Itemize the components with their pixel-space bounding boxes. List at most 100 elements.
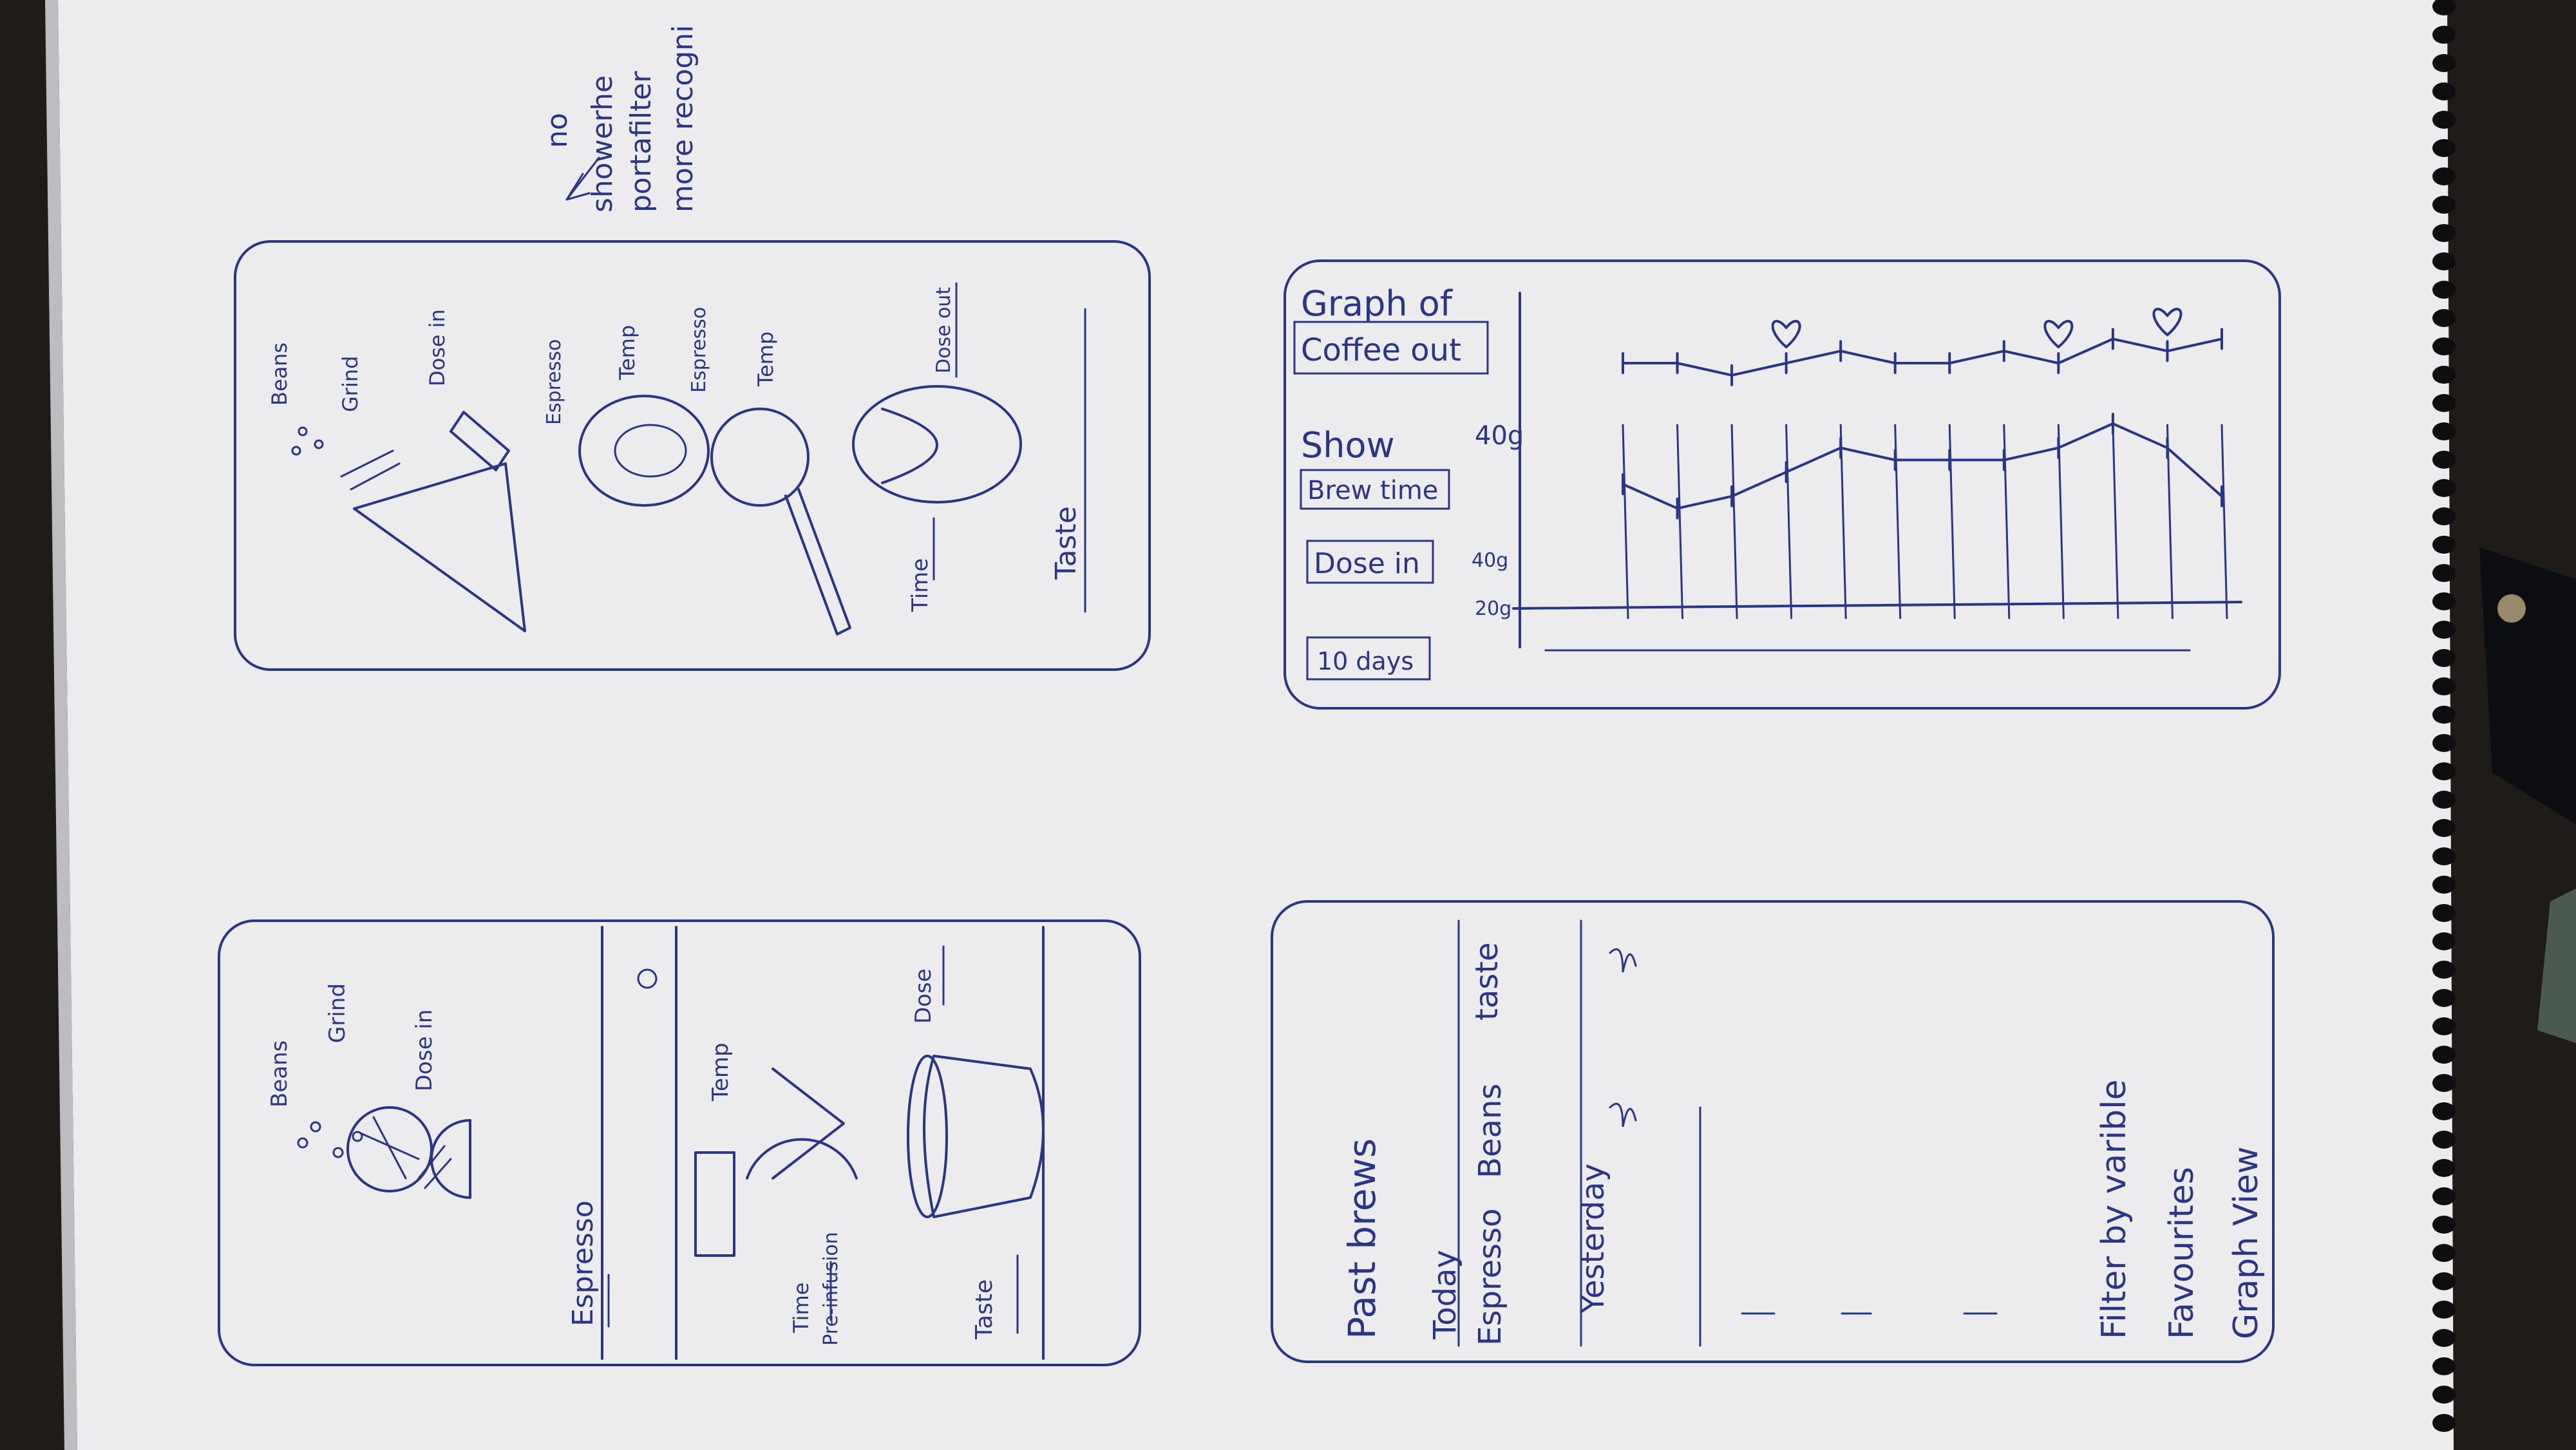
spiral-hole — [2432, 337, 2456, 355]
spiral-hole — [2432, 1244, 2456, 1262]
sketch-b-beans: Beans — [267, 343, 292, 406]
graph-view-link[interactable]: Graph View — [2227, 1147, 2266, 1339]
spiral-hole — [2432, 1159, 2456, 1177]
sketch-b-grind: Grind — [338, 356, 363, 412]
sketch-b-time: Time — [907, 558, 933, 612]
past-brews-col-taste: taste — [1469, 942, 1505, 1021]
spiral-hole — [2432, 1187, 2456, 1205]
note-line-2: portafilter — [625, 71, 658, 212]
portafilter-icon — [746, 1138, 858, 1180]
past-brews-today: Today — [1427, 1250, 1463, 1340]
spiral-hole — [2432, 54, 2456, 72]
brew-marker — [1676, 424, 1684, 619]
spiral-hole — [2432, 0, 2456, 15]
spiral-hole — [2432, 1386, 2456, 1404]
spiral-hole — [2432, 281, 2456, 299]
brew-marker — [1622, 424, 1629, 619]
portafilter-top-icon — [578, 395, 710, 507]
brew-marker — [1785, 424, 1793, 619]
group-head-icon — [694, 1151, 735, 1257]
spiral-hole — [2432, 224, 2456, 242]
spiral-hole — [2432, 677, 2456, 695]
spiral-hole — [2432, 451, 2456, 469]
past-brews-title: Past brews — [1340, 1138, 1384, 1339]
spiral-hole — [2432, 1414, 2456, 1432]
spiral-hole — [2432, 422, 2456, 440]
sketch-a-pre-infusion: Pre-infusion — [820, 1232, 842, 1346]
sketch-b-dose-in: Dose in — [425, 309, 450, 386]
brew-time-option[interactable] — [1300, 469, 1450, 510]
range-button-label[interactable]: 10 days — [1317, 647, 1414, 675]
brew-marker — [2221, 424, 2228, 619]
spiral-hole — [2432, 196, 2456, 214]
spiral-hole — [2432, 366, 2456, 384]
spiral-hole — [2432, 1046, 2456, 1064]
spiral-hole — [2432, 989, 2456, 1007]
spiral-hole — [2432, 847, 2456, 865]
sketch-a-taste: Taste — [971, 1279, 998, 1340]
paper-sheet — [58, 0, 2454, 1450]
sketch-a-dose-in: Dose in — [412, 1010, 437, 1091]
keys-icon — [2479, 547, 2576, 1043]
graph-frame — [1283, 259, 2281, 710]
spiral-hole — [2432, 1357, 2456, 1375]
spiral-hole — [2432, 309, 2456, 327]
spiral-hole — [2432, 1017, 2456, 1035]
series-line-2 — [1622, 422, 2223, 510]
sketch-b-frame — [234, 240, 1151, 671]
past-brews-yesterday: Yesterday — [1575, 1163, 1611, 1314]
spiral-hole — [2432, 82, 2456, 100]
favourites-link[interactable]: Favourites — [2163, 1167, 2201, 1339]
sketch-a-beans: Beans — [267, 1040, 292, 1107]
favourite-heart-icon — [1771, 319, 1801, 348]
spiral-hole — [2432, 139, 2456, 157]
portafilter-side-icon — [710, 408, 810, 507]
filter-by-variable-link[interactable]: Filter by varible — [2095, 1079, 2134, 1339]
note-no: no — [541, 113, 574, 148]
favourite-heart-icon — [2043, 319, 2074, 348]
spiral-hole — [2432, 536, 2456, 554]
brew-chart — [1512, 292, 2242, 652]
sketch-a-frame — [218, 919, 1141, 1366]
spiral-hole — [2432, 706, 2456, 724]
sketch-a-grind: Grind — [325, 983, 350, 1043]
spiral-hole — [2432, 1272, 2456, 1290]
brew-time-label[interactable]: Brew time — [1307, 476, 1438, 505]
sketch-b-taste: Taste — [1050, 506, 1083, 580]
spiral-hole — [2432, 621, 2456, 639]
cup-top-icon — [852, 385, 1022, 504]
spiral-hole — [2432, 252, 2456, 270]
spiral-hole — [2432, 394, 2456, 412]
spiral-hole — [2432, 734, 2456, 752]
sketch-a-time: Time — [789, 1283, 813, 1333]
spiral-hole — [2432, 167, 2456, 185]
sketch-b-dose-out: Dose out — [933, 287, 955, 373]
favourite-heart-icon — [2152, 308, 2183, 337]
spiral-hole — [2432, 1074, 2456, 1092]
spiral-hole — [2432, 507, 2456, 525]
dose-in-option[interactable] — [1306, 540, 1434, 584]
sketch-b-espresso-2: Espresso — [688, 307, 710, 393]
metric-button[interactable] — [1293, 321, 1489, 375]
arrow-icon — [565, 156, 600, 201]
brew-marker — [1730, 424, 1738, 619]
note-line-1: showerhe — [586, 75, 619, 212]
series-line-1 — [1622, 337, 2223, 377]
spiral-hole — [2432, 592, 2456, 610]
spiral-hole — [2432, 904, 2456, 922]
tick-40g: 40g — [1475, 421, 1524, 451]
metric-button-label[interactable]: Coffee out — [1301, 332, 1461, 368]
sketch-b-temp-2: Temp — [753, 332, 778, 387]
spiral-hole — [2432, 479, 2456, 497]
x-axis — [1512, 601, 2242, 610]
spiral-hole — [2432, 876, 2456, 894]
sketch-b-temp-1: Temp — [615, 325, 639, 381]
spiral-hole — [2432, 932, 2456, 950]
range-button[interactable] — [1306, 636, 1431, 681]
past-brews-col-beans: Beans — [1472, 1084, 1508, 1178]
spiral-hole — [2432, 649, 2456, 667]
dose-in-label[interactable]: Dose in — [1314, 547, 1420, 580]
note-line-3: more recogni — [667, 25, 699, 212]
tick-20g: 20g — [1475, 598, 1511, 620]
